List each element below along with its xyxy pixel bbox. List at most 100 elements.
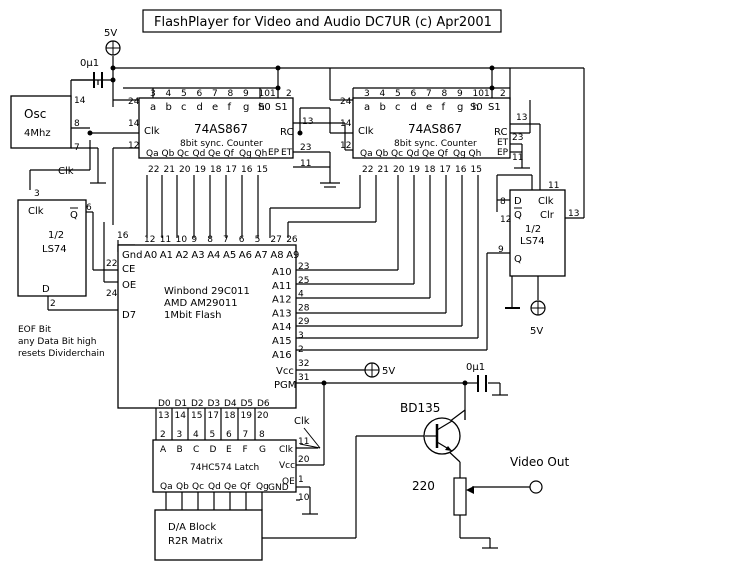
svg-text:Clk: Clk [28, 206, 44, 217]
latch-output-label: Qe [224, 482, 237, 492]
svg-text:1: 1 [298, 475, 304, 485]
svg-text:8: 8 [74, 119, 80, 129]
flash-address-pin: 11 [160, 235, 171, 245]
latch-input-pin: 7 [243, 430, 249, 440]
svg-text:11: 11 [300, 159, 311, 169]
svg-text:Vcc: Vcc [276, 366, 294, 377]
counter1-output-pin: 22 [148, 165, 159, 175]
ff-left: Clk Q 1/2 LS74 D 3 6 2 [17, 189, 92, 309]
counter2-output-pin: 18 [424, 165, 436, 175]
flash-address-pin: 9 [191, 235, 197, 245]
svg-text:9: 9 [498, 245, 504, 255]
svg-text:D/A Block: D/A Block [168, 522, 216, 533]
svg-text:24: 24 [340, 97, 352, 107]
flash-data-pin: 13 [158, 411, 169, 421]
svg-text:LS74: LS74 [520, 236, 545, 247]
counter1-output-pin: 18 [210, 165, 222, 175]
latch-input-label: D [210, 445, 217, 455]
counter1-output-label: Qb [162, 149, 175, 159]
counter2-input-pin: 7 [426, 89, 432, 99]
counter1-input-pin: 7 [212, 89, 218, 99]
svg-text:D: D [514, 196, 522, 207]
dac-block: D/A Block R2R Matrix [154, 509, 263, 561]
counter1-output-label: Qh [255, 149, 268, 159]
counter2-output-label: Qe [422, 149, 435, 159]
svg-text:1/2: 1/2 [48, 230, 64, 241]
svg-text:resets Dividerchain: resets Dividerchain [18, 349, 105, 359]
svg-text:14: 14 [340, 119, 352, 129]
counter2-s-pin: 1 [484, 89, 490, 99]
flash-address-label: A10 [272, 267, 292, 278]
flash-data-label: D1 [175, 399, 188, 409]
svg-text:PGM: PGM [274, 380, 296, 391]
svg-text:Clr: Clr [540, 210, 555, 221]
svg-text:D: D [42, 284, 50, 295]
latch-input-pin: 6 [226, 430, 232, 440]
counter1-input-pin: 4 [166, 89, 172, 99]
svg-text:74HC574 Latch: 74HC574 Latch [190, 463, 259, 473]
latch-input-pin: 2 [160, 430, 166, 440]
latch-input-label: G [259, 445, 266, 455]
svg-text:23: 23 [512, 133, 523, 143]
counter2-input-label: f [442, 102, 446, 113]
svg-text:11: 11 [512, 153, 523, 163]
counter2-s-pin: 2 [500, 89, 506, 99]
svg-text:5V: 5V [382, 366, 395, 377]
counter2-output-pin: 16 [455, 165, 467, 175]
svg-text:S0: S0 [470, 102, 483, 113]
latch-input-pin: 4 [193, 430, 199, 440]
svg-text:EP: EP [497, 148, 509, 158]
latch-input-label: A [160, 445, 167, 455]
latch-output-label: Qg [256, 482, 269, 492]
counter1-output-pin: 19 [195, 165, 207, 175]
svg-text:10: 10 [298, 493, 310, 503]
svg-text:5V: 5V [104, 28, 117, 39]
flash-address-pin: 3 [298, 331, 304, 341]
svg-text:74AS867: 74AS867 [194, 122, 248, 136]
counter1-output-pin: 21 [164, 165, 175, 175]
svg-text:Clk: Clk [279, 445, 294, 455]
counter1-input-label: c [181, 102, 187, 113]
svg-text:Clk: Clk [538, 196, 554, 207]
flash-address-label: A6 [239, 250, 252, 261]
counter1-output-pin: 17 [226, 165, 237, 175]
osc-name: Osc [24, 107, 46, 121]
svg-text:any Data Bit high: any Data Bit high [18, 337, 96, 347]
ff-right: D Q Clk Clr 1/2 LS74 Q 8 12 11 13 9 [498, 181, 579, 277]
svg-text:Gnd: Gnd [122, 250, 142, 261]
svg-text:8bit sync. Counter: 8bit sync. Counter [180, 139, 263, 149]
svg-text:12: 12 [500, 215, 511, 225]
counter2-output-pin: 20 [393, 165, 405, 175]
svg-text:14: 14 [128, 119, 140, 129]
flash-address-label: A16 [272, 350, 292, 361]
latch-input-pin: 3 [177, 430, 183, 440]
latch-output-label: Qa [160, 482, 173, 492]
flash-address-label: A11 [272, 281, 292, 292]
flash-data-pin: 15 [191, 411, 202, 421]
flash-address-label: A14 [272, 322, 292, 333]
counter2-input-pin: 9 [457, 89, 463, 99]
latch: 74HC574 Latch Clk Vcc OE GND 11 20 1 10 … [152, 416, 321, 503]
svg-text:5V: 5V [530, 326, 543, 337]
svg-text:S1: S1 [488, 102, 501, 113]
svg-text:24: 24 [106, 289, 118, 299]
emitter-arrow-icon [445, 446, 452, 451]
counter2-output-pin: 19 [409, 165, 421, 175]
flash-data-label: D6 [257, 399, 270, 409]
svg-text:11: 11 [298, 437, 309, 447]
counter2-output-pin: 22 [362, 165, 373, 175]
svg-text:0μ1: 0μ1 [80, 58, 99, 69]
counter2-input-label: h [473, 102, 479, 113]
page-title: FlashPlayer for Video and Audio DC7UR (c… [154, 15, 492, 30]
flash-address-label: A8 [270, 250, 283, 261]
flash-address-label: A9 [286, 250, 299, 261]
flash-address-label: A4 [207, 250, 220, 261]
counter2-input-label: g [457, 102, 463, 113]
supply-5v-top: 5V [104, 28, 121, 56]
latch-output-label: Qf [240, 482, 251, 492]
